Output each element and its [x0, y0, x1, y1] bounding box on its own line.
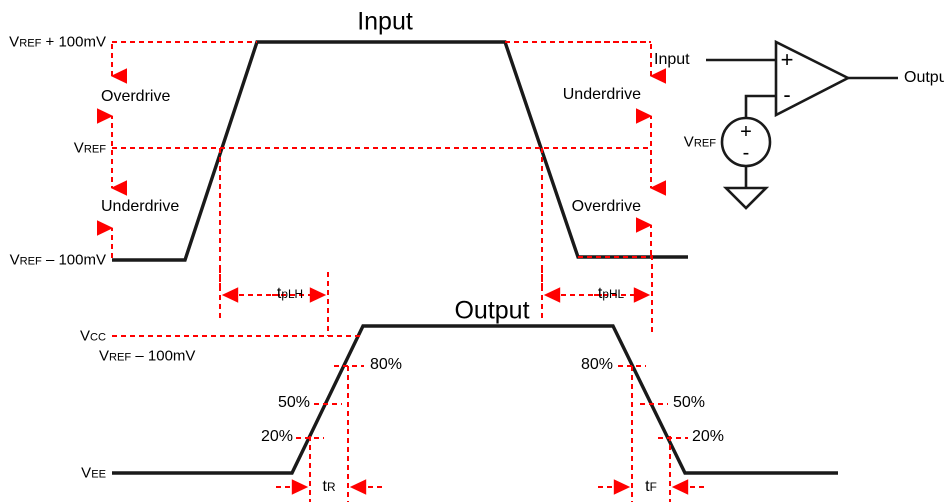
source-subscript: REF [693, 137, 716, 150]
ground-symbol-icon [722, 186, 770, 210]
timing-label-tr: tR [323, 479, 336, 495]
stray-subscript: REF [109, 351, 132, 364]
schematic-output-pin-label: Output [904, 69, 944, 86]
timing-prefix: t [276, 285, 282, 302]
schematic-input-pin-label: Input [654, 51, 690, 68]
rail-suffix: – 100mV [41, 251, 106, 269]
timing-subscript: pHL [602, 287, 625, 301]
timing-prefix: t [597, 285, 603, 302]
rail-subscript: CC [89, 331, 106, 344]
timing-subscript: F [649, 480, 657, 494]
voltage-source-minus-label: - [742, 142, 750, 164]
output-rising-percent-markers [296, 365, 364, 502]
percent-label-20-falling: 20% [692, 428, 725, 445]
voltage-source-plus-label: + [740, 121, 752, 143]
rail-subscript: REF [83, 143, 106, 156]
percent-label-80-rising: 80% [370, 356, 403, 373]
rail-label-vref-minus-100mv: VREF – 100mV [10, 252, 106, 267]
rail-suffix: + 100mV [41, 33, 106, 51]
rail-prefix: V [79, 327, 90, 345]
output-waveform-trace [112, 324, 838, 475]
comparator-schematic [706, 39, 898, 210]
opamp-minus-terminal-label: - [783, 82, 791, 107]
output-plot-title: Output [454, 296, 530, 325]
stray-prefix: V [99, 347, 110, 365]
percent-label-50-falling: 50% [673, 394, 706, 411]
timing-label-tf: tF [645, 479, 657, 495]
right-underdrive-label: Underdrive [562, 86, 641, 103]
input-plot-title: Input [357, 7, 413, 36]
right-overdrive-label: Overdrive [571, 198, 641, 215]
voltage-source-label: VREF [684, 134, 716, 149]
propagation-delay-measures [219, 255, 653, 336]
timing-label-tplh: tpLH [277, 286, 303, 302]
rail-subscript: REF [19, 37, 42, 50]
vref-crossing-droplines [219, 148, 543, 292]
rail-prefix: V [81, 464, 92, 482]
timing-subscript: pLH [281, 287, 304, 301]
stray-vref-minus-100mv-label: VREF – 100mV [99, 348, 195, 363]
rail-label-vref-plus-100mv: VREF + 100mV [9, 34, 106, 49]
left-underdrive-label: Underdrive [101, 198, 180, 215]
rail-subscript: EE [91, 468, 106, 481]
opamp-plus-terminal-label: + [780, 47, 794, 72]
percent-label-20-rising: 20% [260, 428, 293, 445]
rail-label-vcc: VCC [80, 328, 106, 343]
stray-suffix: – 100mV [131, 347, 196, 365]
rail-prefix: V [9, 251, 20, 269]
percent-label-80-falling: 80% [580, 356, 613, 373]
rail-label-vref: VREF [74, 140, 106, 155]
percent-label-50-rising: 50% [277, 394, 310, 411]
rail-prefix: V [73, 139, 84, 157]
source-prefix: V [683, 133, 694, 151]
input-waveform-trace [112, 40, 688, 262]
output-falling-percent-markers [618, 365, 688, 502]
left-overdrive-label: Overdrive [101, 88, 171, 105]
input-rail-guides [112, 41, 651, 258]
opamp-vref-wire [744, 94, 776, 118]
rail-subscript: REF [19, 255, 42, 268]
rail-label-vee: VEE [81, 465, 106, 480]
timing-prefix: t [322, 478, 327, 495]
opamp-triangle-icon [774, 39, 851, 118]
timing-prefix: t [645, 478, 650, 495]
rail-prefix: V [9, 33, 20, 51]
timing-label-tphl: tpHL [598, 286, 624, 302]
timing-subscript: R [326, 480, 336, 494]
